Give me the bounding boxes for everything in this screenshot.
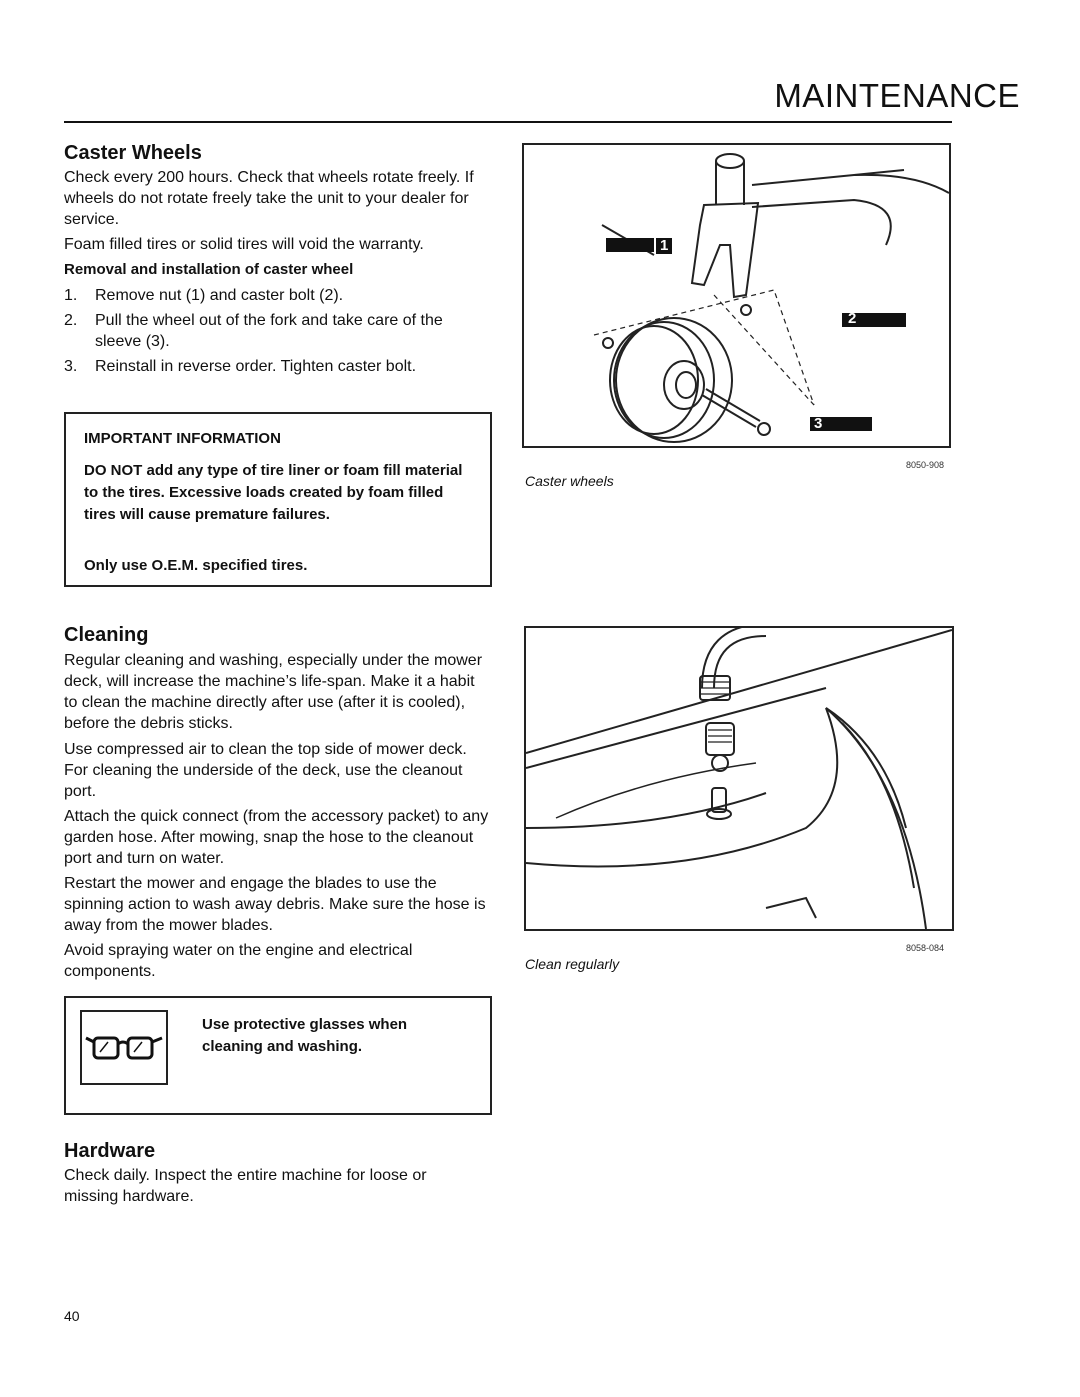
caster-steps-list: 1. Remove nut (1) and caster bolt (2). 2… [64, 285, 490, 377]
caster-figure-code: 8050-908 [906, 460, 945, 470]
list-item: 1. Remove nut (1) and caster bolt (2). [64, 287, 344, 304]
hardware-paragraph: Check daily. Inspect the entire machine … [64, 1167, 427, 1205]
caster-paragraph-1: Check every 200 hours. Check that wheels… [64, 169, 474, 228]
safety-glasses-icon [80, 1010, 168, 1085]
important-note: Only use O.E.M. specified tires. [84, 557, 308, 574]
callout-arrow-2 [842, 313, 906, 327]
page-header-title: MAINTENANCE [774, 77, 1020, 114]
callout-label-3: 3 [814, 415, 823, 432]
safety-warning-box: Use protective glasses when cleaning and… [64, 996, 492, 1115]
cleaning-paragraph-2: Use compressed air to clean the top side… [64, 741, 467, 800]
caster-wheels-figure: 1 2 3 [522, 143, 951, 448]
caster-wheels-heading: Caster Wheels [64, 142, 202, 164]
cleaning-figure-code: 8058-084 [906, 943, 945, 953]
safety-warning-text: Use protective glasses when cleaning and… [202, 1016, 408, 1055]
header-rule [64, 121, 952, 123]
cleaning-paragraph-3: Attach the quick connect (from the acces… [64, 808, 489, 867]
caster-figure-caption: Caster wheels [525, 473, 614, 489]
cleaning-paragraph-1: Regular cleaning and washing, especially… [64, 652, 483, 732]
caster-wheel-illustration [593, 153, 950, 443]
callout-label-1: 1 [656, 238, 673, 254]
list-item: 2. Pull the wheel out of the fork and ta… [64, 312, 443, 350]
cleaning-paragraph-5: Avoid spraying water on the engine and e… [64, 942, 413, 980]
hardware-heading: Hardware [64, 1140, 156, 1162]
mower-deck-illustration [525, 623, 953, 930]
page-number: 40 [64, 1308, 80, 1324]
list-item: 3. Reinstall in reverse order. Tighten c… [64, 358, 417, 375]
callout-label-2: 2 [848, 310, 857, 327]
important-title: IMPORTANT INFORMATION [84, 430, 281, 447]
caster-paragraph-2: Foam filled tires or solid tires will vo… [64, 236, 424, 253]
cleaning-figure-caption: Clean regularly [525, 956, 620, 972]
callout-arrow-3 [810, 417, 872, 431]
cleaning-figure [524, 623, 954, 931]
important-body: DO NOT add any type of tire liner or foa… [84, 462, 463, 523]
cleaning-paragraph-4: Restart the mower and engage the blades … [64, 875, 486, 934]
callout-arrow-1 [606, 238, 654, 252]
caster-subheading: Removal and installation of caster wheel [64, 261, 354, 278]
cleaning-heading: Cleaning [64, 624, 149, 646]
important-information-box: IMPORTANT INFORMATION DO NOT add any typ… [64, 412, 492, 587]
